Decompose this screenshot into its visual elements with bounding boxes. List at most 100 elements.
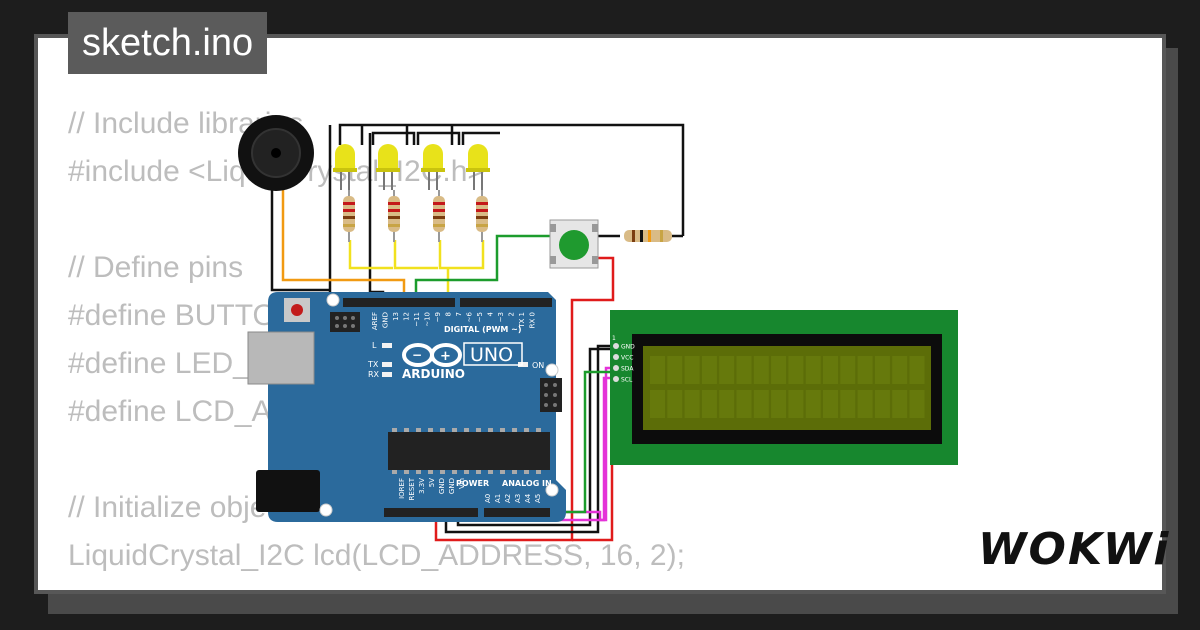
pin-label: Vin (458, 478, 466, 489)
arduino-logo-icon (402, 343, 462, 367)
led-4[interactable] (466, 144, 490, 190)
lcd-cell (684, 356, 700, 384)
led-2[interactable] (376, 144, 400, 190)
lcd-cell (823, 390, 838, 418)
lcd-pin1-marker: 1 (612, 335, 616, 342)
pin-label: 8 (445, 312, 453, 316)
pin-label: ~10 (424, 312, 432, 327)
lcd-pin-scl[interactable] (613, 376, 619, 382)
lcd-cell (771, 356, 787, 384)
lcd-cell (684, 390, 700, 418)
digital-header-1 (343, 298, 455, 307)
led-3[interactable] (421, 144, 445, 190)
lcd-cell (719, 390, 735, 418)
pin-label: 12 (403, 312, 411, 321)
lcd-pin-label: SDA (621, 366, 634, 373)
lcd-cell (892, 390, 908, 418)
led-1[interactable] (333, 144, 357, 190)
lcd-cell (667, 356, 683, 384)
wokwi-logo: WOKWi (978, 524, 1171, 575)
wire-gnd-bus[interactable] (338, 123, 685, 236)
push-button[interactable] (549, 219, 599, 269)
pin-label: A4 (524, 493, 532, 503)
buzzer[interactable] (238, 115, 314, 191)
led-l-indicator (382, 343, 392, 348)
icsp-header-right (540, 378, 562, 412)
arduino-brand-label: ARDUINO (402, 367, 465, 381)
lcd-pin-label: VCC (621, 355, 633, 362)
pin-label: IOREF (398, 478, 406, 499)
led-tx-indicator (382, 362, 392, 367)
pin-label: AREF (371, 312, 379, 330)
pin-label: 13 (392, 312, 400, 321)
lcd-cell (667, 390, 683, 418)
rx-label: RX (368, 370, 380, 379)
lcd-cell (840, 390, 856, 418)
arduino-model-label: UNO (470, 344, 513, 366)
code-line: LiquidCrystal_I2C lcd(LCD_ADDRESS, 16, 2… (68, 539, 685, 572)
lcd-cell (719, 356, 735, 384)
pin-label: A0 (484, 494, 492, 503)
lcd-cell (788, 390, 804, 418)
led-on-indicator (518, 362, 528, 367)
pin-label: 2 (508, 312, 516, 316)
svg-text:−: − (412, 348, 422, 362)
pin-label: ~11 (413, 312, 421, 327)
pin-label: A1 (494, 494, 502, 503)
lcd-pin-vcc[interactable] (613, 354, 619, 360)
lcd-cell (736, 390, 752, 418)
lcd-cell (909, 356, 925, 384)
pin-label: 4 (487, 311, 495, 316)
resistor-1[interactable] (343, 190, 355, 242)
icsp-header (330, 312, 360, 332)
lcd-pin-label: SCL (621, 377, 633, 384)
lcd-cell (650, 390, 665, 418)
pin-label: ~3 (497, 312, 505, 322)
on-label: ON (532, 361, 544, 370)
pin-label: A3 (514, 494, 522, 503)
pin-label: ~6 (466, 311, 474, 322)
code-line: // Define pins (68, 251, 244, 284)
lcd-cell (874, 356, 890, 384)
lcd-cell (805, 356, 821, 384)
resistor-pulldown[interactable] (624, 230, 672, 242)
pin-label: 5V (428, 478, 436, 487)
lcd-cell (857, 356, 873, 384)
resistor-2[interactable] (388, 190, 400, 242)
lcd-cell (753, 390, 769, 418)
lcd-cell (701, 356, 717, 384)
lcd-pin-gnd[interactable] (613, 343, 619, 349)
lcd-cell (874, 390, 890, 418)
analog-header (484, 508, 550, 517)
lcd-cell (753, 356, 769, 384)
lcd-cell (909, 390, 925, 418)
svg-text:+: + (440, 349, 451, 364)
tx-label: TX (367, 360, 379, 369)
arduino-uno-board[interactable]: − + ARDUINO UNO DIGITAL (PWM ~) POWER AN… (247, 292, 566, 522)
atmega-chip (388, 432, 550, 470)
pin-label: A5 (534, 494, 542, 503)
lcd-pin-sda[interactable] (613, 365, 619, 371)
pin-label: TX 1 (518, 312, 526, 329)
file-tab[interactable]: sketch.ino (68, 12, 268, 74)
analog-label: ANALOG IN (502, 479, 552, 488)
pin-label: RESET (408, 477, 416, 500)
pin-label: GND (382, 312, 390, 328)
lcd-cell (840, 356, 856, 384)
pin-label: RX 0 (529, 312, 537, 328)
lcd-cell (771, 390, 787, 418)
resistor-4[interactable] (476, 190, 488, 242)
led-rx-indicator (382, 372, 392, 377)
pin-label: 7 (455, 312, 463, 316)
pin-label: GND (448, 478, 456, 494)
resistor-3[interactable] (433, 190, 445, 242)
pin-label: GND (438, 478, 446, 494)
pin-label: ~5 (476, 312, 484, 322)
lcd-cell (736, 356, 752, 384)
lcd-character-cells (650, 356, 925, 418)
